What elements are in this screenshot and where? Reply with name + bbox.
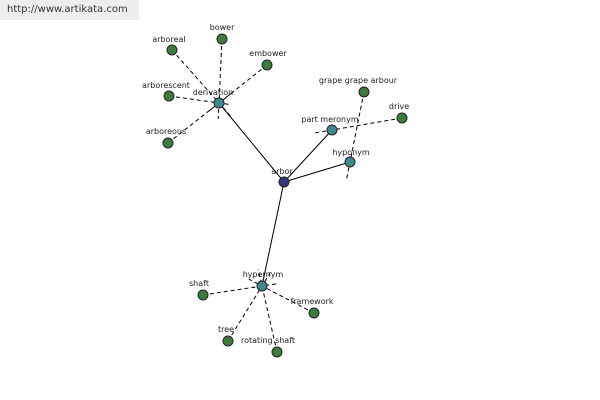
node-label-tree[interactable]: tree	[218, 325, 234, 334]
node-arborescent[interactable]	[163, 90, 175, 102]
node-derivation[interactable]	[213, 97, 225, 109]
node-arboreal[interactable]	[166, 44, 178, 56]
node-rotating-shaft[interactable]	[271, 346, 283, 358]
node-drive[interactable]	[396, 112, 408, 124]
node-label-arborescent[interactable]: arborescent	[142, 81, 190, 90]
node-bower[interactable]	[216, 33, 228, 45]
node-label-hypernym[interactable]: hypernym	[243, 270, 284, 279]
edge-arbor-hypernym	[261, 181, 285, 287]
node-label-derivation[interactable]: derivation	[193, 88, 233, 97]
node-grape-arbour[interactable]	[358, 86, 370, 98]
node-hyponym[interactable]	[344, 156, 356, 168]
node-framework[interactable]	[308, 307, 320, 319]
node-label-grape-arbour[interactable]: grape grape arbour	[319, 76, 398, 85]
node-embower[interactable]	[261, 59, 273, 71]
edge-hypernym-framework	[248, 278, 315, 314]
node-label-drive[interactable]: drive	[389, 102, 409, 111]
watermark-url: http://www.artikata.com	[0, 0, 139, 20]
node-label-embower[interactable]: embower	[249, 49, 287, 58]
node-label-part-meronym[interactable]: part meronym	[301, 115, 358, 124]
node-shaft[interactable]	[197, 289, 209, 301]
edge-arbor-hyponym	[283, 161, 351, 183]
edge-hypernym-shaft	[202, 283, 277, 296]
node-label-hyponym[interactable]: hyponym	[332, 148, 370, 157]
edge-arbor-derivation	[218, 102, 285, 183]
node-label-arboreal[interactable]: arboreal	[152, 35, 185, 44]
node-label-rotating-shaft[interactable]: rotating shaft	[241, 336, 295, 345]
node-tree[interactable]	[222, 335, 234, 347]
node-part-meronym[interactable]	[326, 124, 338, 136]
node-label-bower[interactable]: bower	[210, 23, 235, 32]
node-label-shaft[interactable]: shaft	[189, 279, 209, 288]
edge-arbor-part-meronym	[283, 129, 333, 183]
node-label-arboreous[interactable]: arboreous	[146, 127, 186, 136]
node-label-arbor[interactable]: arbor	[271, 167, 293, 176]
node-label-framework[interactable]: framework	[290, 297, 333, 306]
node-arbor[interactable]	[278, 176, 290, 188]
edge-hyponym-grape-arbour	[346, 91, 365, 180]
node-arboreous[interactable]	[162, 137, 174, 149]
node-hypernym[interactable]	[256, 280, 268, 292]
